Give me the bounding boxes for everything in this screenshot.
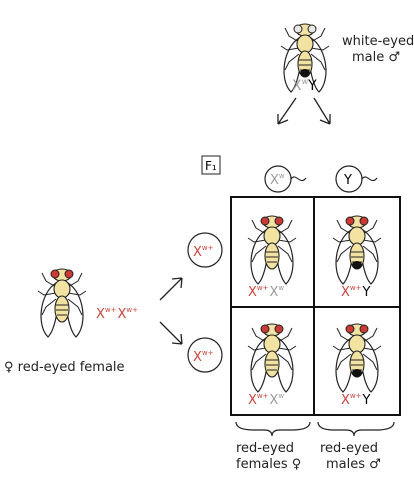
svg-text:Y: Y (343, 173, 352, 188)
offspring-genotype-r1c0: Xw+Xw (248, 392, 284, 408)
svg-text:Xw+: Xw+ (193, 349, 214, 365)
females-label-line1: red-eyed (236, 441, 294, 456)
males-label-line2: males ♂ (326, 457, 381, 472)
left-parent-label: ♀ red-eyed female (4, 360, 125, 375)
top-parent-label-line2: male ♂ (352, 50, 400, 65)
f1-box (201, 155, 221, 175)
top-parent-genotype: XwY (292, 77, 317, 94)
sperm-x: Xw (264, 165, 307, 193)
top-parent-label-line1: white-eyed (342, 34, 414, 49)
svg-text:Xw+: Xw+ (193, 244, 214, 260)
offspring-genotype-r0c1: Xw+Y (341, 284, 371, 300)
gamete-arrows-left (159, 277, 183, 345)
gamete-arrows-top (277, 97, 331, 125)
males-label-line1: red-eyed (320, 441, 378, 456)
females-label-line2: females ♀ (236, 457, 301, 472)
svg-text:Xw: Xw (270, 172, 285, 188)
offspring-fly-male-1 (332, 215, 382, 285)
sperm-y: Y (335, 165, 378, 193)
white-eyed-male-fly (280, 23, 330, 93)
left-parent-genotype: Xw+Xw+ (96, 306, 138, 322)
offspring-fly-male-2 (332, 323, 382, 393)
red-eyed-female-fly (37, 268, 87, 338)
eye-icon-white (293, 24, 303, 34)
bottom-braces (235, 421, 395, 437)
generation-label: F₁ (205, 159, 217, 173)
offspring-genotype-r0c0: Xw+Xw (248, 284, 284, 300)
offspring-fly-female-2 (247, 323, 297, 393)
male-abdomen-tip (300, 69, 310, 77)
egg-top: Xw+ (187, 232, 223, 268)
punnett-square (230, 196, 401, 416)
egg-bottom: Xw+ (187, 337, 223, 373)
offspring-genotype-r1c1: Xw+Y (341, 392, 371, 408)
offspring-fly-female-1 (247, 215, 297, 285)
